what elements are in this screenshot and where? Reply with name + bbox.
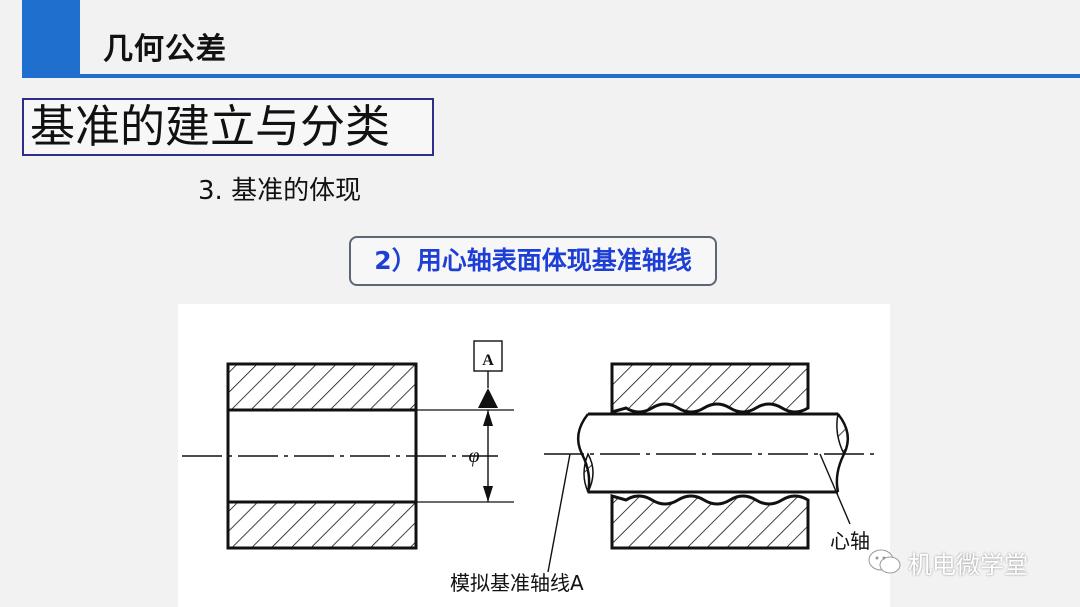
mandrel-label: 心轴: [830, 529, 870, 553]
watermark: 机电微学堂: [868, 547, 1028, 579]
diameter-symbol: φ: [468, 445, 479, 467]
datum-letter: A: [482, 352, 494, 369]
wechat-icon: [868, 549, 901, 574]
caption-box: [349, 236, 717, 286]
section-title: 基准的建立与分类: [30, 100, 391, 153]
mandrel: [544, 412, 878, 494]
right-bushing: [610, 362, 810, 550]
caption-text: 2）用心轴表面体现基准轴线: [374, 246, 692, 275]
datum-axis-label: 模拟基准轴线A: [450, 571, 584, 595]
sub-heading: 3. 基准的体现: [198, 176, 362, 206]
axis-leader-line: [547, 453, 571, 573]
datum-symbol: [473, 340, 503, 408]
page-title: 几何公差: [103, 32, 227, 67]
technical-drawing: A φ 心轴 模拟基准轴线A: [178, 304, 890, 607]
header-accent-block: [22, 0, 80, 78]
header-bar: [0, 0, 1080, 78]
watermark-text: 机电微学堂: [908, 550, 1028, 579]
mandrel-leader-line: [819, 453, 851, 525]
section-title-box: [22, 98, 434, 156]
drawing-svg: A φ 心轴 模拟基准轴线A: [182, 340, 878, 595]
header-underline: [22, 74, 1080, 78]
left-bushing: [182, 362, 514, 550]
